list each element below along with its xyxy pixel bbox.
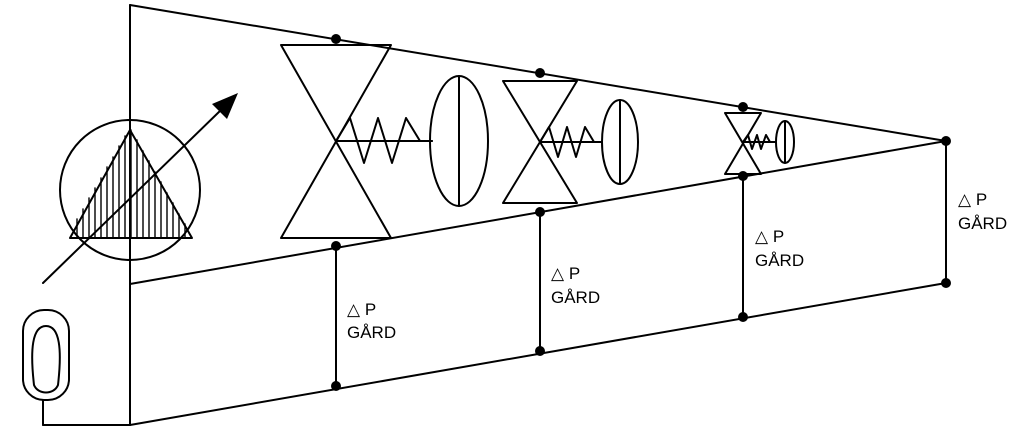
pump-circle bbox=[59, 119, 201, 261]
delta-p-label-3: △ P GÅRD bbox=[755, 227, 804, 270]
node bbox=[738, 102, 748, 112]
node bbox=[331, 34, 341, 44]
label-gard: GÅRD bbox=[755, 251, 804, 270]
label-gard: GÅRD bbox=[347, 323, 396, 342]
differential-pressure-valve-icon bbox=[724, 112, 795, 175]
node bbox=[738, 171, 748, 181]
label-gard: GÅRD bbox=[551, 288, 600, 307]
differential-pressure-valve-icon bbox=[280, 44, 489, 239]
label-gard: GÅRD bbox=[958, 214, 1007, 233]
vessel-body bbox=[22, 309, 70, 401]
delta-symbol: △ bbox=[551, 264, 565, 283]
label-p: P bbox=[976, 190, 987, 209]
node bbox=[331, 381, 341, 391]
differential-pressure-valve-icon bbox=[502, 80, 639, 204]
pump-triangle-hatch bbox=[76, 129, 186, 239]
svg-text:△ P: △ P bbox=[958, 190, 987, 209]
pump-triangle bbox=[69, 129, 193, 239]
delta-symbol: △ bbox=[347, 300, 361, 319]
valve-bowtie bbox=[724, 112, 762, 175]
node bbox=[535, 68, 545, 78]
node bbox=[941, 136, 951, 146]
node bbox=[738, 312, 748, 322]
valve-bowtie bbox=[502, 80, 578, 204]
delta-p-label-2: △ P GÅRD bbox=[551, 264, 600, 307]
delta-p-label-1: △ P GÅRD bbox=[347, 300, 396, 342]
node bbox=[535, 207, 545, 217]
pump-symbol-icon bbox=[42, 93, 238, 284]
delta-symbol: △ bbox=[958, 190, 972, 209]
node bbox=[941, 278, 951, 288]
delta-symbol: △ bbox=[755, 227, 769, 246]
svg-text:△ P: △ P bbox=[755, 227, 784, 246]
expansion-vessel-icon bbox=[22, 309, 131, 426]
node bbox=[535, 346, 545, 356]
pump-arrow-head bbox=[212, 93, 238, 119]
junction-nodes bbox=[331, 34, 951, 391]
pump-arrow-shaft bbox=[42, 108, 223, 284]
node bbox=[331, 241, 341, 251]
vessel-inner bbox=[31, 325, 61, 394]
label-p: P bbox=[773, 227, 784, 246]
svg-text:△ P: △ P bbox=[551, 264, 580, 283]
label-p: P bbox=[365, 300, 376, 319]
delta-p-label-4: △ P GÅRD bbox=[958, 190, 1007, 233]
valve-bowtie bbox=[280, 44, 392, 239]
label-p: P bbox=[569, 264, 580, 283]
svg-text:△ P: △ P bbox=[347, 300, 376, 319]
